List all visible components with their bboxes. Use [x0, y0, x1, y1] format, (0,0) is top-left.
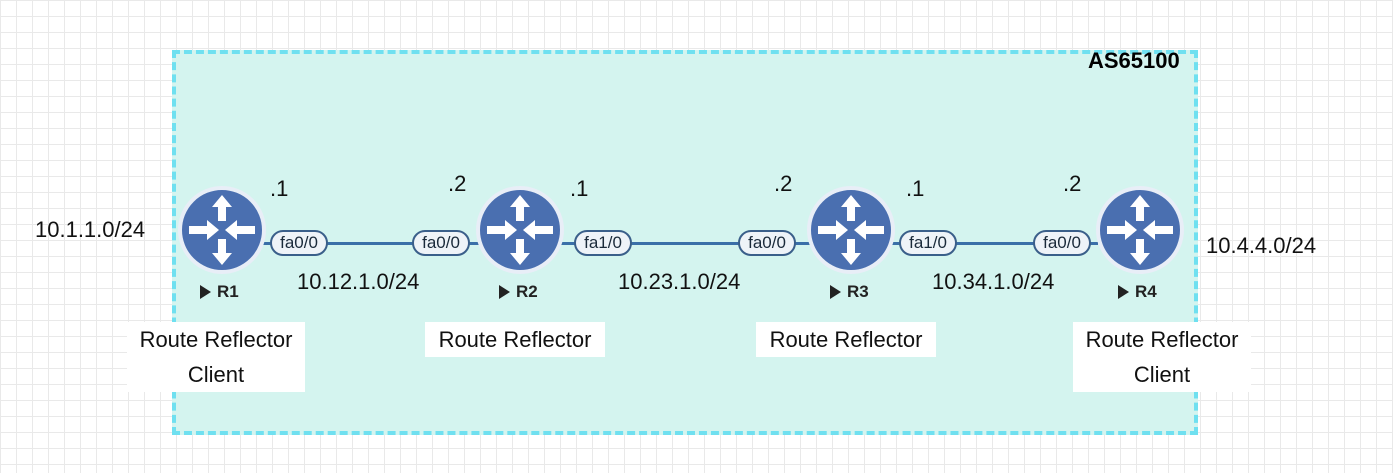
role-line-2: Client [1133, 362, 1191, 387]
interface-r4-fa00[interactable]: fa0/0 [1033, 230, 1091, 256]
router-r4[interactable] [1095, 185, 1185, 275]
link-r3-r4 [892, 242, 1098, 245]
role-line-1: Route Reflector [139, 327, 293, 352]
interface-r3-fa00[interactable]: fa0/0 [738, 230, 796, 256]
host-r3-dot2: .2 [774, 171, 793, 196]
interface-r1-fa00[interactable]: fa0/0 [270, 230, 328, 256]
role-line-2: Client [187, 362, 245, 387]
router-icon [476, 186, 564, 274]
play-icon [1118, 285, 1129, 299]
network-lan-r4: 10.4.4.0/24 [1206, 233, 1317, 258]
interface-r3-fa10[interactable]: fa1/0 [899, 230, 957, 256]
play-icon [499, 285, 510, 299]
role-label-r1: Route Reflector Client [127, 322, 305, 392]
network-lan-r1: 10.1.1.0/24 [35, 217, 146, 242]
host-r4-dot2: .2 [1063, 171, 1082, 196]
host-r2-dot2: .2 [448, 171, 467, 196]
role-label-r3: Route Reflector [756, 322, 936, 357]
router-label-r2: R2 [499, 282, 538, 302]
role-line-1: Route Reflector [438, 327, 592, 352]
network-link-r3-r4: 10.34.1.0/24 [932, 269, 1055, 294]
link-r2-r3 [560, 242, 812, 245]
router-label-r1: R1 [200, 282, 239, 302]
play-icon [830, 285, 841, 299]
interface-r2-fa10[interactable]: fa1/0 [574, 230, 632, 256]
router-label-r4: R4 [1118, 282, 1157, 302]
host-r3-dot1: .1 [906, 176, 925, 201]
role-label-r4: Route Reflector Client [1073, 322, 1251, 392]
host-r1-dot1: .1 [270, 176, 289, 201]
role-label-r2: Route Reflector [425, 322, 605, 357]
role-line-1: Route Reflector [1085, 327, 1239, 352]
router-r3[interactable] [806, 185, 896, 275]
host-r2-dot1: .1 [570, 176, 589, 201]
as-label: AS65100 [1088, 48, 1180, 73]
network-link-r1-r2: 10.12.1.0/24 [297, 269, 420, 294]
role-line-1: Route Reflector [769, 327, 923, 352]
network-link-r2-r3: 10.23.1.0/24 [618, 269, 741, 294]
router-label-r3: R3 [830, 282, 869, 302]
link-r1-r2 [262, 242, 482, 245]
play-icon [200, 285, 211, 299]
router-r2[interactable] [475, 185, 565, 275]
router-icon [1096, 186, 1184, 274]
router-r1[interactable] [177, 185, 267, 275]
router-icon [178, 186, 266, 274]
interface-r2-fa00[interactable]: fa0/0 [412, 230, 470, 256]
router-icon [807, 186, 895, 274]
